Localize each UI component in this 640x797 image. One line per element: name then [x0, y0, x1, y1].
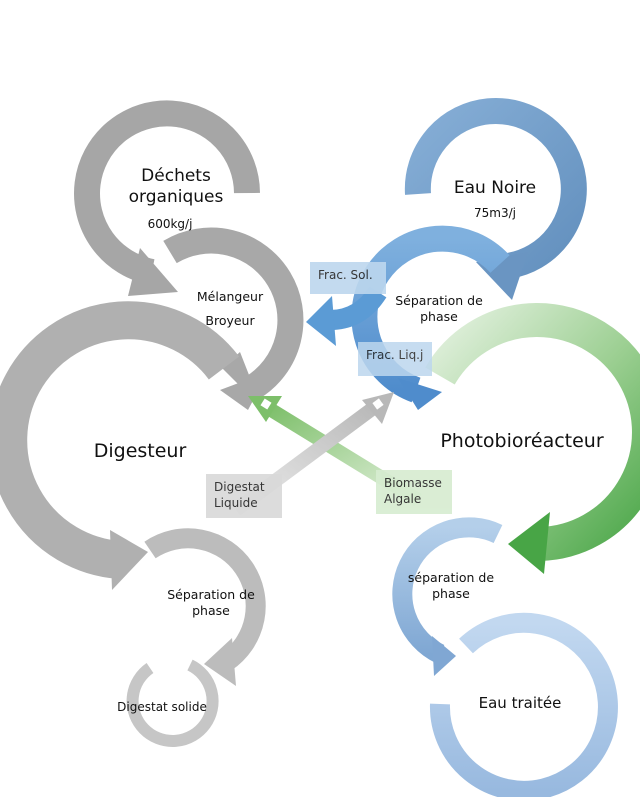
frac-sol-arrow: [306, 286, 387, 346]
biomasse-algale-line1: Biomasse: [384, 476, 442, 490]
dechets-rate: 600kg/j: [147, 217, 193, 231]
dechets-title-line2: organiques: [128, 187, 224, 208]
separation-top-title: Séparation de phase: [384, 293, 494, 324]
digestat-liquide-label: Digestat Liquide: [206, 474, 282, 518]
digestat-liquide-line2: Liquide: [214, 496, 258, 511]
separation-right-cycle-arrow: [392, 517, 503, 676]
separation-left-title: Séparation de phase: [156, 587, 266, 618]
eau-traitee-title: Eau traitée: [478, 694, 562, 712]
digestat-solide-title: Digestat solide: [117, 700, 207, 714]
eau-noire-title: Eau Noire: [453, 178, 537, 198]
frac-liq-label: Frac. Liq.j: [358, 342, 432, 376]
separation-left-line1: Séparation de: [167, 587, 255, 602]
dechets-title-line1: Déchets: [141, 166, 211, 186]
melangeur-cycle-arrow: [163, 227, 304, 410]
photobioreacteur-cycle-arrow: [425, 303, 640, 574]
separation-right-line1: séparation de: [407, 570, 495, 585]
eau-traitee-ring: [429, 612, 618, 797]
eau-noire-rate: 75m3/j: [474, 206, 516, 220]
frac-sol-label: Frac. Sol.: [310, 262, 386, 294]
digesteur-title: Digesteur: [93, 440, 187, 462]
dechets-cycle-arrow: [74, 100, 260, 296]
digestat-liquide-line1: Digestat: [214, 480, 265, 494]
separation-top-line1: Séparation de: [395, 293, 483, 308]
dechets-title: Déchets organiques: [108, 166, 244, 209]
melangeur-line1: Mélangeur: [196, 289, 264, 304]
digestat-solide-ring: [126, 659, 219, 747]
digesteur-cycle-arrow: [0, 301, 240, 590]
melangeur-title: Mélangeur Broyeur: [180, 285, 280, 333]
separation-left-cycle-arrow: [144, 528, 266, 686]
melangeur-line2: Broyeur: [205, 313, 255, 328]
separation-left-line2: phase: [192, 602, 230, 618]
separation-top-line2: phase: [420, 308, 458, 324]
photobioreacteur-title: Photobioréacteur: [440, 430, 604, 452]
biomasse-algale-label: Biomasse Algale: [376, 470, 452, 514]
biomasse-algale-line2: Algale: [384, 492, 422, 507]
separation-right-title: séparation de phase: [396, 570, 506, 601]
separation-right-line2: phase: [432, 585, 470, 601]
